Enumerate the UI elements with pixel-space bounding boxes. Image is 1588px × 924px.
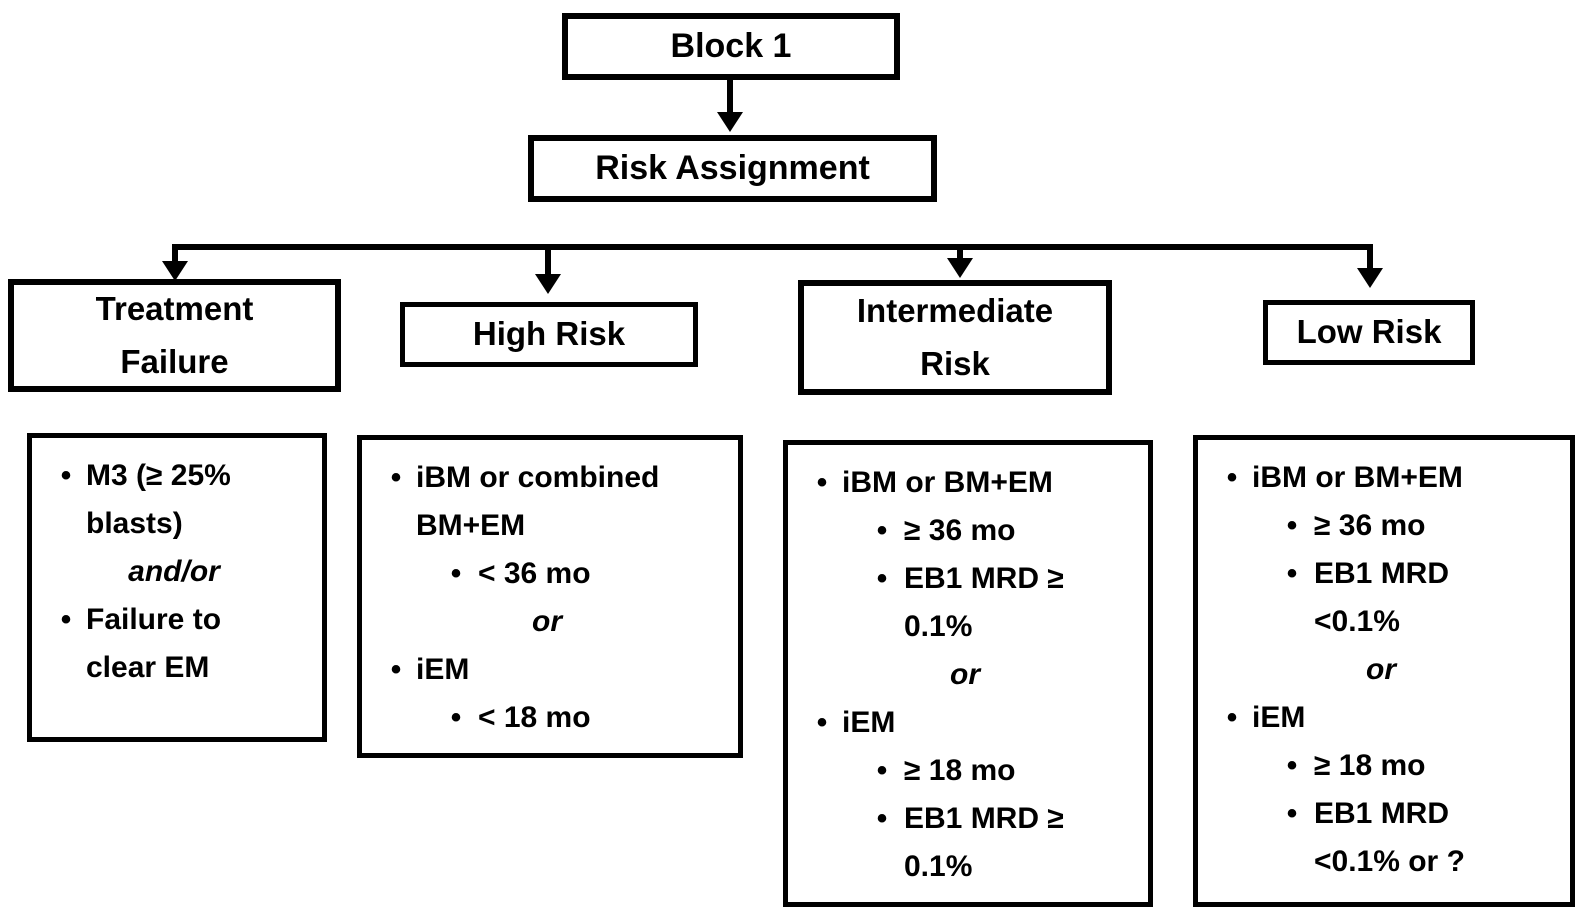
bullet-text: iEM bbox=[842, 706, 896, 739]
bullet-item: • ≥ 36 mo bbox=[1270, 502, 1564, 550]
bullet-icon: • bbox=[876, 562, 888, 595]
connector-low-risk bbox=[1367, 244, 1373, 270]
bullet-item: • ≥ 18 mo bbox=[860, 747, 1142, 795]
arrow-down-icon bbox=[535, 274, 561, 294]
bullet-icon: • bbox=[390, 461, 402, 494]
risk-assignment-box: Risk Assignment bbox=[528, 135, 937, 202]
branch-rail-line bbox=[172, 244, 1373, 250]
arrow-down-icon bbox=[1357, 268, 1383, 288]
bullet-text: ≥ 18 mo bbox=[1314, 749, 1426, 782]
bullet-item: • EB1 MRD ≥ 0.1% bbox=[860, 795, 1142, 891]
connector-high-risk bbox=[545, 250, 551, 276]
bullet-item: • Failure to clear EM bbox=[46, 596, 316, 692]
bullet-icon: • bbox=[876, 514, 888, 547]
bullet-item: • iEM bbox=[376, 646, 732, 694]
header-line: High Risk bbox=[472, 315, 626, 353]
block1-label: Block 1 bbox=[670, 27, 792, 65]
connector-intermediate-risk bbox=[957, 250, 963, 260]
bullet-item: • iBM or combined BM+EM bbox=[376, 454, 732, 550]
bullet-icon: • bbox=[1286, 797, 1298, 830]
bullet-text: iEM bbox=[416, 653, 470, 686]
bullet-text: < 36 mo bbox=[478, 557, 591, 590]
bullet-item: • M3 (≥ 25% blasts) bbox=[46, 452, 316, 548]
low-risk-criteria-box: • iBM or BM+EM • ≥ 36 mo • EB1 MRD <0.1% or • iE… bbox=[1193, 435, 1575, 907]
low-risk-box: Low Risk bbox=[1263, 300, 1475, 365]
bullet-item: • iBM or BM+EM bbox=[802, 459, 1142, 507]
bullet-text: iBM or BM+EM bbox=[1252, 461, 1463, 494]
arrow-down-icon bbox=[947, 258, 973, 278]
bullet-icon: • bbox=[450, 701, 462, 734]
bullet-text: iEM bbox=[1252, 701, 1306, 734]
bullet-text: EB1 MRD <0.1% bbox=[1314, 557, 1450, 638]
bullet-icon: • bbox=[60, 603, 72, 636]
bullet-text: ≥ 18 mo bbox=[904, 754, 1016, 787]
bullet-icon: • bbox=[1286, 749, 1298, 782]
conjunction-text: or bbox=[532, 605, 562, 638]
bullet-item: • iEM bbox=[802, 699, 1142, 747]
connector-block1-to-risk bbox=[727, 80, 733, 114]
bullet-text: iBM or combined BM+EM bbox=[416, 461, 660, 542]
bullet-item: • EB1 MRD <0.1% or ? bbox=[1270, 790, 1564, 886]
block1-box: Block 1 bbox=[562, 13, 900, 80]
high-risk-box: High Risk bbox=[400, 302, 698, 367]
bullet-text: EB1 MRD <0.1% or ? bbox=[1314, 797, 1465, 878]
bullet-item: • iEM bbox=[1212, 694, 1564, 742]
bullet-text: ≥ 36 mo bbox=[1314, 509, 1426, 542]
bullet-text: M3 (≥ 25% blasts) bbox=[86, 459, 231, 540]
bullet-text: EB1 MRD ≥ 0.1% bbox=[904, 562, 1064, 643]
bullet-text: < 18 mo bbox=[478, 701, 591, 734]
arrow-down-icon bbox=[717, 112, 743, 132]
bullet-item: • EB1 MRD <0.1% bbox=[1270, 550, 1564, 646]
high-risk-criteria-box: • iBM or combined BM+EM • < 36 mo or • iEM • < 1… bbox=[357, 435, 743, 758]
header-line: Intermediate bbox=[856, 292, 1054, 330]
bullet-item: • iBM or BM+EM bbox=[1212, 454, 1564, 502]
arrow-down-icon bbox=[162, 261, 188, 281]
bullet-item: • < 18 mo bbox=[434, 694, 732, 742]
bullet-icon: • bbox=[876, 802, 888, 835]
conjunction-text: and/or bbox=[128, 555, 220, 588]
bullet-icon: • bbox=[816, 706, 828, 739]
bullet-icon: • bbox=[1286, 557, 1298, 590]
bullet-item: • ≥ 36 mo bbox=[860, 507, 1142, 555]
bullet-icon: • bbox=[1286, 509, 1298, 542]
risk-assignment-label: Risk Assignment bbox=[595, 149, 870, 187]
conjunction-text: or bbox=[1366, 653, 1396, 686]
header-line: Risk bbox=[920, 344, 990, 382]
bullet-icon: • bbox=[450, 557, 462, 590]
bullet-icon: • bbox=[1226, 701, 1238, 734]
conjunction-text: or bbox=[950, 658, 980, 691]
bullet-item: • EB1 MRD ≥ 0.1% bbox=[860, 555, 1142, 651]
bullet-icon: • bbox=[816, 466, 828, 499]
header-line: Treatment bbox=[95, 290, 254, 328]
header-line: Low Risk bbox=[1296, 313, 1442, 351]
intermediate-risk-criteria-box: • iBM or BM+EM • ≥ 36 mo • EB1 MRD ≥ 0.1% or • i… bbox=[783, 440, 1153, 907]
bullet-text: iBM or BM+EM bbox=[842, 466, 1053, 499]
bullet-text: EB1 MRD ≥ 0.1% bbox=[904, 802, 1064, 883]
bullet-icon: • bbox=[1226, 461, 1238, 494]
header-line: Failure bbox=[120, 342, 229, 380]
bullet-item: • < 36 mo bbox=[434, 550, 732, 598]
bullet-icon: • bbox=[390, 653, 402, 686]
bullet-text: ≥ 36 mo bbox=[904, 514, 1016, 547]
connector-treatment-failure bbox=[172, 244, 178, 264]
treatment-failure-criteria-box: • M3 (≥ 25% blasts) and/or • Failure to clea… bbox=[27, 433, 327, 742]
bullet-text: Failure to clear EM bbox=[86, 603, 222, 684]
bullet-icon: • bbox=[876, 754, 888, 787]
bullet-item: • ≥ 18 mo bbox=[1270, 742, 1564, 790]
bullet-icon: • bbox=[60, 459, 72, 492]
